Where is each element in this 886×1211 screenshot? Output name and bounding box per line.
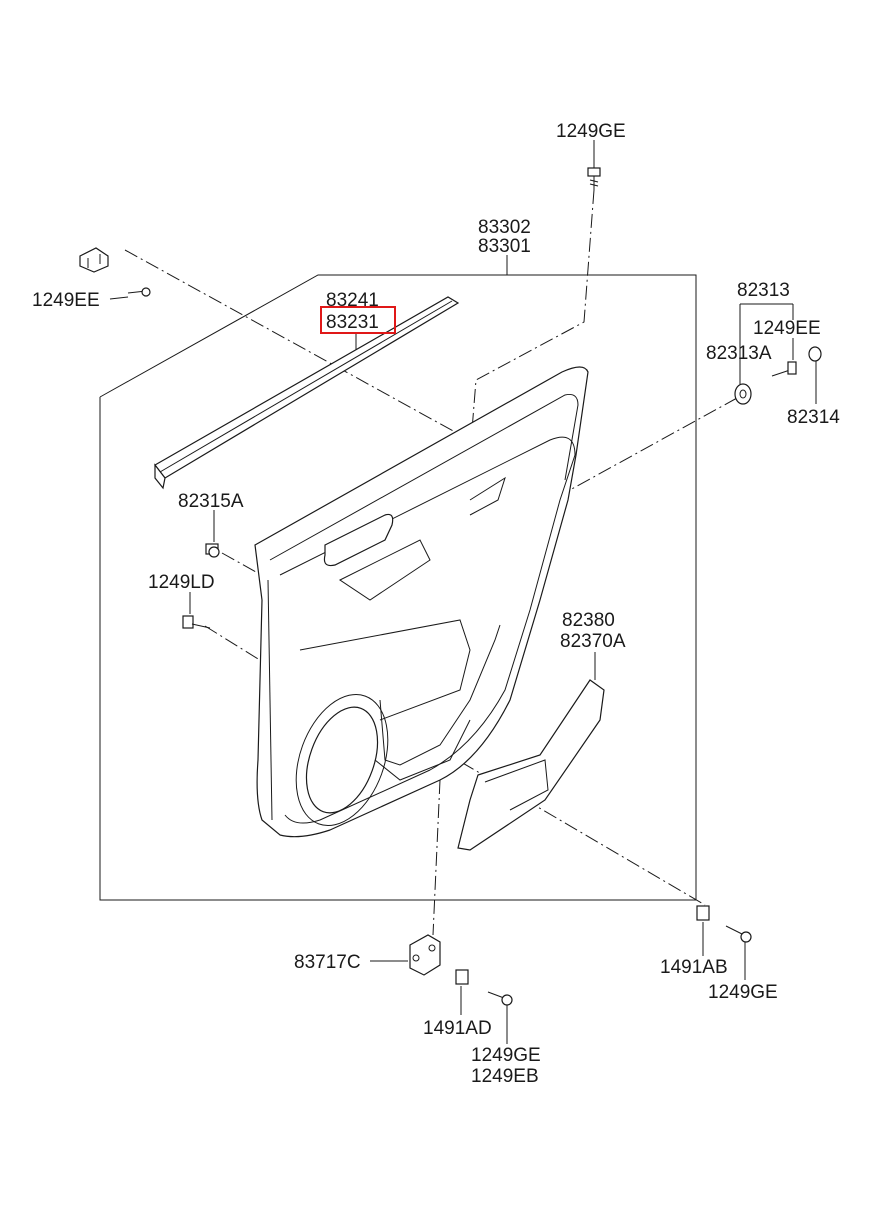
part-labels: 1249GE 83302 83301 83241 83231 1249EE 82… (32, 121, 840, 1087)
label-cover-b: 82370A (560, 631, 626, 652)
label-strip-a: 83241 (326, 290, 379, 311)
label-screw-lower-right: 1249GE (708, 982, 778, 1003)
screw-icon-left-top (127, 287, 151, 297)
label-cover-a: 82380 (562, 610, 615, 631)
nut-icon-right (808, 346, 822, 362)
label-screw-right: 1249EE (753, 318, 821, 339)
bracket-icon (409, 934, 441, 976)
label-nut-right: 82314 (787, 407, 840, 428)
screw-icon-top (587, 167, 601, 190)
label-panel-b: 83301 (478, 236, 531, 257)
highlight-box (320, 306, 396, 334)
screw-icon-bottom (487, 991, 513, 1006)
door-trim-panel (254, 366, 589, 838)
nut-icon-bottom (455, 969, 469, 985)
label-nut-lower-right: 1491AB (660, 957, 728, 978)
label-screw-bottom-a: 1249GE (471, 1045, 541, 1066)
belt-weatherstrip (154, 296, 460, 490)
label-screw-left: 1249LD (148, 572, 215, 593)
label-bracket: 83717C (294, 952, 361, 973)
leader-lines (109, 140, 817, 1044)
nut-icon-lower-right (696, 905, 710, 921)
label-screw-bottom-b: 1249EB (471, 1066, 539, 1087)
label-nut-bottom: 1491AD (423, 1018, 492, 1039)
fastener-clip-icon (205, 543, 220, 558)
screw-icon-lower-right (725, 925, 752, 943)
label-fastener-clip: 82315A (178, 491, 244, 512)
assembly-frame (99, 274, 697, 901)
label-screw-top: 1249GE (556, 121, 626, 142)
label-grommet: 82313A (706, 343, 772, 364)
label-grommet-group: 82313 (737, 280, 790, 301)
label-panel-a: 83302 (478, 217, 531, 238)
clip-icon-left (79, 247, 109, 273)
grommet-icon (734, 383, 752, 405)
screw-icon-right (771, 361, 797, 377)
screw-icon-left (182, 615, 211, 629)
lower-cover (457, 679, 605, 851)
label-clip-left: 1249EE (32, 290, 100, 311)
label-strip-b: 83231 (326, 312, 379, 333)
